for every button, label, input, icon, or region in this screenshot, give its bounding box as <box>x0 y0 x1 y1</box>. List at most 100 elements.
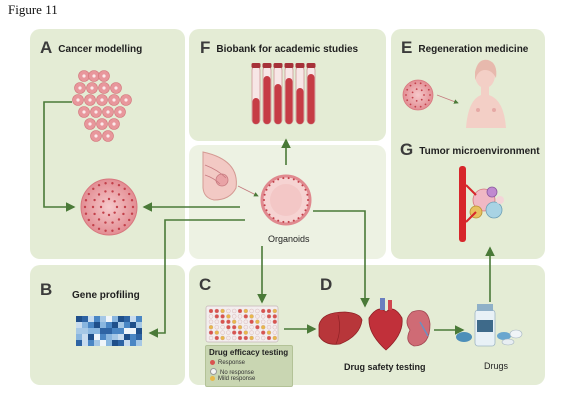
organoid-cell-dot <box>411 96 414 99</box>
well <box>208 319 214 324</box>
heatmap-cell <box>88 316 94 322</box>
panel-g-title-text: Tumor microenvironment <box>419 146 540 157</box>
well <box>266 330 272 335</box>
arrow-organoids-to-gene-profiling <box>148 219 245 338</box>
organoid-cell-dot <box>104 229 107 232</box>
panel-b-title-text: Gene profiling <box>72 290 140 301</box>
well <box>237 308 243 314</box>
panel-a-letter: A <box>40 38 53 57</box>
organoid-cell-dot <box>414 82 417 85</box>
heatmap-cell <box>76 340 82 346</box>
well <box>272 319 277 324</box>
well <box>243 330 248 335</box>
well <box>272 325 277 330</box>
well <box>232 314 237 319</box>
drug-safety-label: Drug safety testing <box>344 362 426 372</box>
well <box>255 319 260 324</box>
well <box>237 319 243 324</box>
organoid-cell-dot <box>265 188 268 191</box>
organoid-cell-dot <box>304 209 307 212</box>
organoid-cell-dot <box>107 197 111 201</box>
mild-response-dot-icon <box>210 376 215 381</box>
well <box>208 335 214 341</box>
liver-icon <box>318 311 363 345</box>
well <box>266 308 272 314</box>
well <box>261 319 266 324</box>
organoid-cell-dot <box>127 218 131 222</box>
cell-nucleus <box>124 98 128 102</box>
organoid-cell-dot <box>111 221 114 224</box>
well <box>214 319 219 324</box>
panel-e-title-text: Regeneration medicine <box>418 44 529 55</box>
organoid-cell-dot <box>297 180 300 183</box>
heatmap-cell <box>100 334 106 340</box>
test-tube-fill <box>274 84 282 124</box>
well <box>255 308 260 314</box>
heatmap-cell <box>112 328 118 334</box>
heatmap-cell <box>106 322 112 328</box>
legend-item-response: Response <box>210 360 245 366</box>
legend-title: Drug efficacy testing <box>209 348 289 357</box>
organoid-cell-dot <box>97 183 101 187</box>
heatmap-cell <box>94 340 100 346</box>
panel-a-title-text: Cancer modelling <box>58 44 143 55</box>
heatmap-cell <box>124 322 130 328</box>
cell-cluster-icon <box>72 70 132 142</box>
cell-nucleus <box>102 74 106 78</box>
well <box>255 335 260 341</box>
organoid-cell-dot <box>307 199 309 201</box>
well <box>266 325 272 330</box>
panel-b-title: B <box>40 280 58 300</box>
well <box>272 314 277 319</box>
panel-f-letter: F <box>200 38 211 57</box>
organoid-cell-dot <box>127 192 131 196</box>
heatmap-cell <box>82 334 88 340</box>
flow-arrows <box>43 101 495 338</box>
heatmap-cell <box>94 322 100 328</box>
organoid-cell-dot <box>406 88 409 91</box>
organoid-icon <box>260 174 312 226</box>
organoid-cell-dot <box>301 213 304 216</box>
organoid-cell-dot <box>93 212 96 216</box>
well <box>208 330 214 335</box>
cell-nucleus <box>88 122 92 126</box>
organoid-cell-dot <box>287 220 290 223</box>
well <box>249 325 254 330</box>
heatmap-cell <box>118 340 124 346</box>
well <box>232 325 237 330</box>
heart-icon <box>368 298 403 351</box>
organoid-cell-dot <box>297 217 300 220</box>
organoids-label: Organoids <box>268 234 310 244</box>
cell-nucleus <box>78 86 82 90</box>
well <box>249 330 254 335</box>
organoid-cell-dot <box>263 204 266 207</box>
heatmap-cell <box>76 334 82 340</box>
drug-vial-icon <box>474 304 496 347</box>
test-tube-fill <box>296 88 304 124</box>
heatmap-cell <box>136 340 142 346</box>
well <box>243 319 248 324</box>
heatmap-cell <box>76 316 82 322</box>
test-tube-cap <box>251 63 261 68</box>
organoid-cell-dot <box>97 227 101 231</box>
heatmap-cell <box>112 316 118 322</box>
organoid-cell-dot <box>113 211 116 214</box>
heatmap-cell <box>100 316 106 322</box>
heatmap-cell <box>82 328 88 334</box>
well <box>214 330 219 335</box>
well <box>237 335 243 341</box>
well <box>272 308 277 314</box>
heatmap-cell <box>106 328 112 334</box>
organoid-cell-dot <box>411 91 414 94</box>
organoid-cell-dot <box>123 187 126 191</box>
well <box>266 314 272 319</box>
blood-vessel-tumor-icon <box>459 166 504 242</box>
organoid-cell-dot <box>131 205 135 209</box>
well <box>243 314 248 319</box>
heatmap-cell <box>130 340 136 346</box>
heatmap-cell <box>88 334 94 340</box>
organoid-cell-dot <box>104 182 107 185</box>
cell-nucleus <box>112 98 116 102</box>
